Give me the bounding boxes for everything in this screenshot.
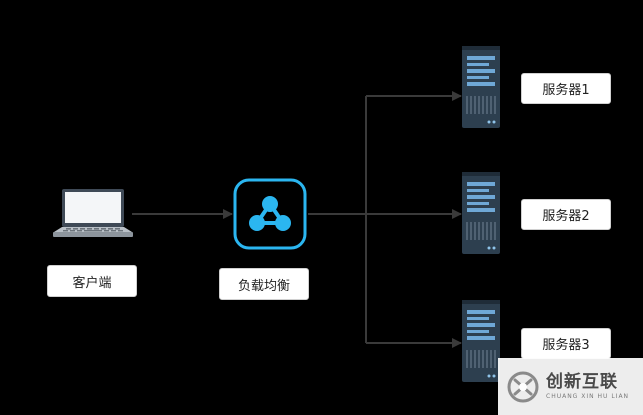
watermark: 创新互联 CHUANG XIN HU LIAN — [498, 358, 643, 415]
server-rack-icon — [462, 172, 500, 254]
brand-name: 创新互联 — [546, 372, 618, 392]
brand-logo-icon — [506, 370, 540, 404]
server-rack-icon — [462, 300, 500, 382]
server-rack-icon — [462, 46, 500, 128]
load-balancer-label: 负载均衡 — [219, 268, 309, 300]
server1-label: 服务器1 — [521, 73, 611, 104]
client-label: 客户端 — [47, 265, 137, 297]
load-balancer-icon — [232, 178, 308, 250]
server2-label: 服务器2 — [521, 199, 611, 230]
server3-label: 服务器3 — [521, 328, 611, 359]
laptop-icon — [52, 188, 134, 240]
brand-name-pinyin: CHUANG XIN HU LIAN — [546, 393, 630, 400]
